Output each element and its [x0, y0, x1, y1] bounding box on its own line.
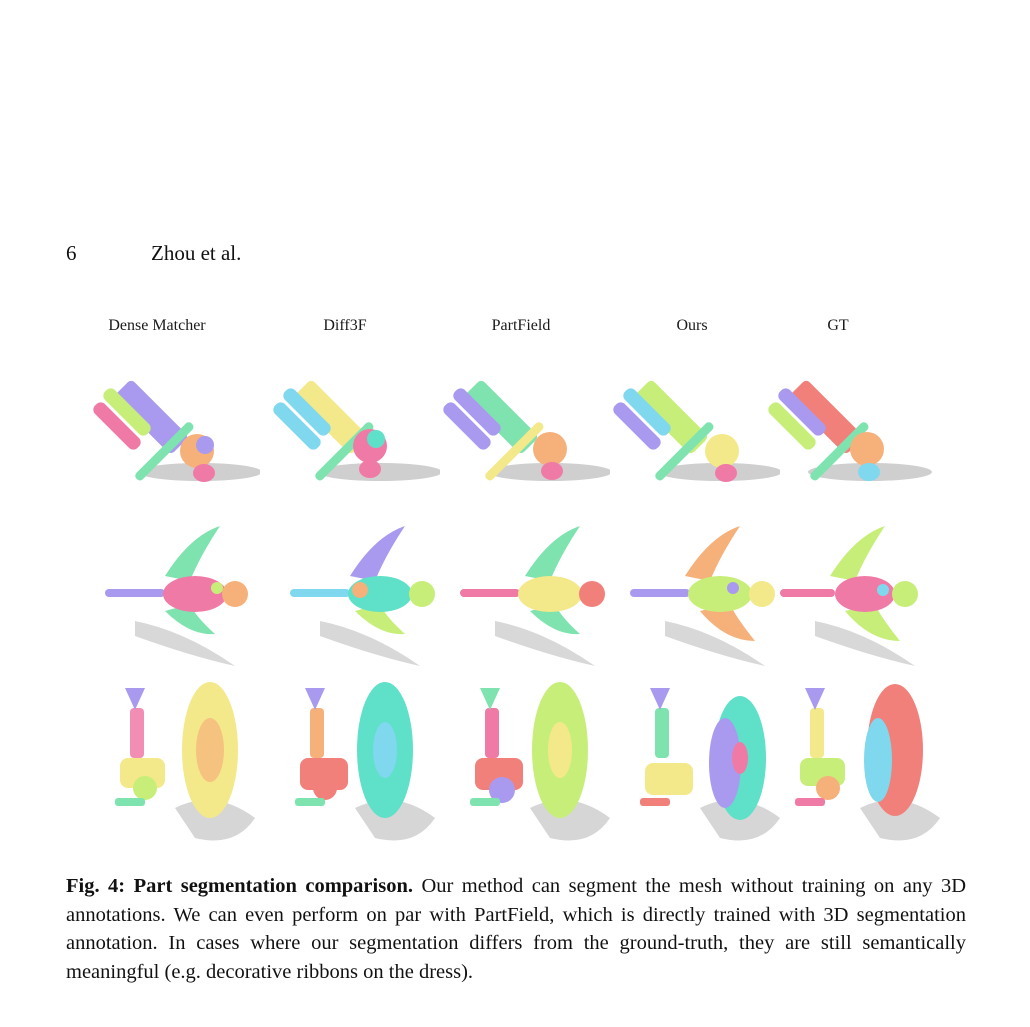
render-spring-lamp-gt — [790, 678, 960, 848]
column-label-dense-matcher: Dense Matcher — [108, 317, 206, 334]
column-label-partfield: PartField — [491, 317, 551, 334]
running-head: Zhou et al. — [151, 241, 242, 265]
column-label-diff3f: Diff3F — [323, 317, 367, 334]
figure-caption: Fig. 4: Part segmentation comparison. Ou… — [66, 872, 966, 986]
render-spring-lamp-dense-matcher — [105, 678, 275, 848]
figure-part-segmentation: Dense Matcher Diff3F PartField Ours GT — [85, 308, 945, 853]
render-spring-lamp-ours — [630, 678, 800, 848]
render-chair-partfield — [440, 346, 610, 516]
caption-label: Fig. 4: Part segmentation comparison. — [66, 875, 413, 897]
page-header: 6 Zhou et al. — [66, 238, 966, 268]
render-doll-gt — [775, 516, 945, 686]
render-chair-diff3f — [270, 346, 440, 516]
page-number: 6 — [66, 241, 77, 265]
render-chair-ours — [610, 346, 780, 516]
render-doll-diff3f — [280, 516, 450, 686]
column-label-ours: Ours — [676, 317, 708, 334]
column-label-gt: GT — [827, 317, 849, 334]
render-doll-ours — [625, 516, 795, 686]
render-spring-lamp-diff3f — [285, 678, 455, 848]
render-chair-gt — [765, 346, 935, 516]
render-doll-dense-matcher — [95, 516, 265, 686]
caption-text: Our method can segment the mesh without … — [66, 875, 966, 983]
render-chair-dense-matcher — [90, 346, 260, 516]
render-spring-lamp-partfield — [460, 678, 630, 848]
render-doll-partfield — [455, 516, 625, 686]
